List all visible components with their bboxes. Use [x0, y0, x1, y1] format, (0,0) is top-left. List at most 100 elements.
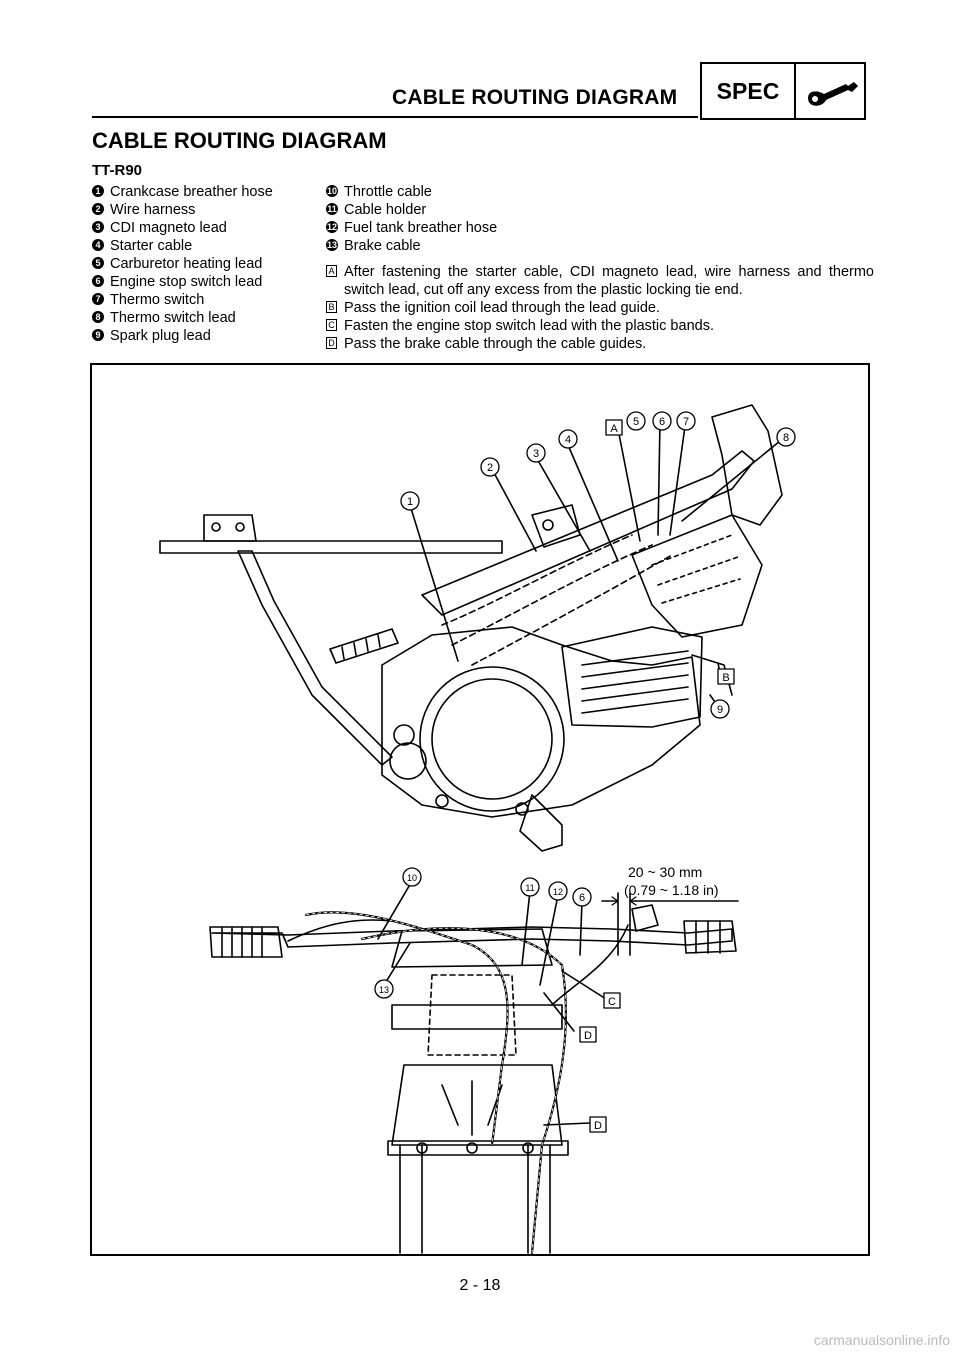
- callout-a: A: [605, 419, 623, 436]
- routing-illustration: 1 2 3 4 A 5 6 7 8 B 9 10 11 12 6 13 C D …: [159, 404, 796, 1254]
- handlebar-front-view: [209, 880, 739, 1254]
- callout-8: 8: [776, 427, 796, 447]
- callout-d-lower: D: [589, 1116, 607, 1133]
- legend-text: Fuel tank breather hose: [344, 220, 498, 236]
- note-text: Fasten the engine stop switch lead with …: [344, 318, 714, 334]
- callout-number: 13: [326, 239, 338, 251]
- legend-item: 3 CDI magneto lead: [92, 219, 317, 237]
- dimension-label: 20 ~ 30 mm (0.79 ~ 1.18 in): [624, 864, 719, 898]
- svg-text:2: 2: [487, 462, 493, 474]
- svg-text:8: 8: [783, 432, 789, 444]
- callout-6: 6: [652, 411, 672, 431]
- callout-number: 3: [92, 221, 104, 233]
- callout-13: 13: [374, 979, 394, 999]
- legend-text: Carburetor heating lead: [110, 256, 263, 272]
- legend-text: Brake cable: [344, 238, 421, 254]
- legend-text: Engine stop switch lead: [110, 274, 263, 290]
- model-name: TT-R90: [92, 162, 143, 179]
- svg-text:6: 6: [659, 416, 665, 428]
- spec-box: SPEC: [700, 62, 866, 120]
- note-text: Pass the brake cable through the cable g…: [344, 336, 647, 352]
- legend-right: 10 Throttle cable 11 Cable holder 12 Fuel t…: [326, 183, 874, 353]
- legend-text: Crankcase breather hose: [110, 184, 273, 200]
- note-text: After fastening the starter cable, CDI m…: [344, 264, 874, 298]
- callout-number: 11: [326, 203, 338, 215]
- callout-number: 8: [92, 311, 104, 323]
- svg-text:1: 1: [407, 496, 413, 508]
- svg-text:7: 7: [683, 416, 689, 428]
- callout-c: C: [603, 992, 621, 1009]
- callout-2: 2: [480, 457, 500, 477]
- note-item: A After fastening the starter cable, CDI …: [326, 263, 874, 299]
- cable-routing-figure: 1 2 3 4 A 5 6 7 8 B 9 10 11 12 6 13 C D …: [90, 363, 870, 1256]
- legend-text: Thermo switch lead: [110, 310, 236, 326]
- svg-text:20 ~ 30 mm: 20 ~ 30 mm: [628, 864, 702, 880]
- svg-text:4: 4: [565, 434, 571, 446]
- watermark: carmanualsonline.info: [813, 1332, 950, 1348]
- svg-text:B: B: [722, 672, 729, 684]
- callout-1: 1: [400, 491, 420, 511]
- callout-10: 10: [402, 867, 422, 887]
- svg-text:D: D: [594, 1120, 602, 1132]
- legend-item: 8 Thermo switch lead: [92, 309, 317, 327]
- callout-number: 1: [92, 185, 104, 197]
- legend-item: 11 Cable holder: [326, 201, 874, 219]
- svg-text:5: 5: [633, 416, 639, 428]
- note-text: Pass the ignition coil lead through the …: [344, 300, 660, 316]
- callout-4: 4: [558, 429, 578, 449]
- note-letter: B: [326, 301, 337, 313]
- legend-item: 2 Wire harness: [92, 201, 317, 219]
- callout-number: 4: [92, 239, 104, 251]
- callout-number: 2: [92, 203, 104, 215]
- callout-number: 9: [92, 329, 104, 341]
- wrench-icon: [808, 82, 858, 106]
- legend-item: 10 Throttle cable: [326, 183, 874, 201]
- callout-11: 11: [520, 877, 540, 897]
- legend-text: Thermo switch: [110, 292, 205, 308]
- spec-label: SPEC: [702, 64, 796, 118]
- page-number: 2 - 18: [459, 1277, 501, 1294]
- legend-item: 6 Engine stop switch lead: [92, 273, 317, 291]
- legend-item: 1 Crankcase breather hose: [92, 183, 317, 201]
- svg-text:10: 10: [407, 873, 417, 883]
- engine-side-view: [159, 404, 783, 852]
- svg-text:C: C: [608, 996, 616, 1008]
- callout-12: 12: [548, 881, 568, 901]
- note-item: C Fasten the engine stop switch lead with…: [326, 317, 874, 335]
- callout-7: 7: [676, 411, 696, 431]
- legend-item: 5 Carburetor heating lead: [92, 255, 317, 273]
- callout-number: 10: [326, 185, 338, 197]
- legend-text: Wire harness: [110, 202, 196, 218]
- svg-text:6: 6: [579, 892, 585, 904]
- svg-text:11: 11: [525, 883, 534, 893]
- callout-5: 5: [626, 411, 646, 431]
- callout-d: D: [579, 1026, 597, 1043]
- legend-left: 1 Crankcase breather hose 2 Wire harness 3…: [92, 183, 317, 345]
- svg-text:(0.79 ~ 1.18 in): (0.79 ~ 1.18 in): [624, 882, 719, 898]
- svg-text:12: 12: [553, 887, 563, 897]
- callout-number: 6: [92, 275, 104, 287]
- legend-item: 13 Brake cable: [326, 237, 874, 255]
- legend-text: CDI magneto lead: [110, 220, 227, 236]
- legend-text: Throttle cable: [344, 184, 432, 200]
- callout-number: 12: [326, 221, 338, 233]
- callout-b: B: [717, 668, 735, 685]
- page-title: CABLE ROUTING DIAGRAM: [92, 128, 387, 153]
- note-letter: C: [326, 319, 337, 331]
- legend-item: 9 Spark plug lead: [92, 327, 317, 345]
- callout-9: 9: [710, 699, 730, 719]
- callout-number: 7: [92, 293, 104, 305]
- note-letter: A: [326, 265, 337, 277]
- legend-text: Spark plug lead: [110, 328, 211, 344]
- svg-text:13: 13: [379, 985, 389, 995]
- legend-item: 12 Fuel tank breather hose: [326, 219, 874, 237]
- svg-text:A: A: [610, 423, 618, 435]
- callout-number: 5: [92, 257, 104, 269]
- header-rule: [92, 116, 698, 118]
- header-title: CABLE ROUTING DIAGRAM: [392, 86, 678, 109]
- svg-text:D: D: [584, 1030, 592, 1042]
- legend-item: 7 Thermo switch: [92, 291, 317, 309]
- legend-text: Cable holder: [344, 202, 427, 218]
- svg-text:3: 3: [533, 448, 539, 460]
